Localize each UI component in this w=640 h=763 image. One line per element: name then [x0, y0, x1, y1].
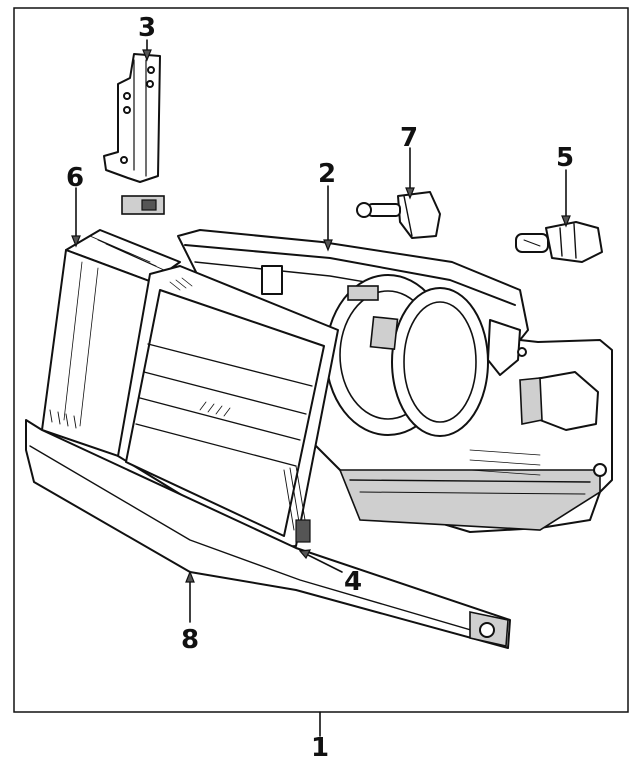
small-bulb-socket — [356, 191, 441, 239]
callout-7: 7 — [400, 123, 418, 153]
leader-lines — [71, 39, 571, 737]
callout-3: 3 — [138, 13, 156, 43]
callout-1: 1 — [311, 733, 329, 763]
headlamp-lens-assembly — [117, 265, 339, 549]
callout-8: 8 — [181, 625, 199, 655]
leader-4 — [301, 551, 343, 573]
callout-2: 2 — [318, 159, 336, 189]
callout-4: 4 — [344, 567, 362, 597]
callout-6: 6 — [66, 163, 84, 193]
headlamp-housing — [177, 229, 613, 533]
corner-lamp — [41, 229, 181, 461]
halogen-bulb — [515, 221, 603, 263]
callout-5: 5 — [556, 143, 574, 173]
diagram-frame — [13, 7, 629, 713]
lower-trim-panel — [25, 419, 511, 649]
mounting-bracket — [103, 53, 165, 215]
